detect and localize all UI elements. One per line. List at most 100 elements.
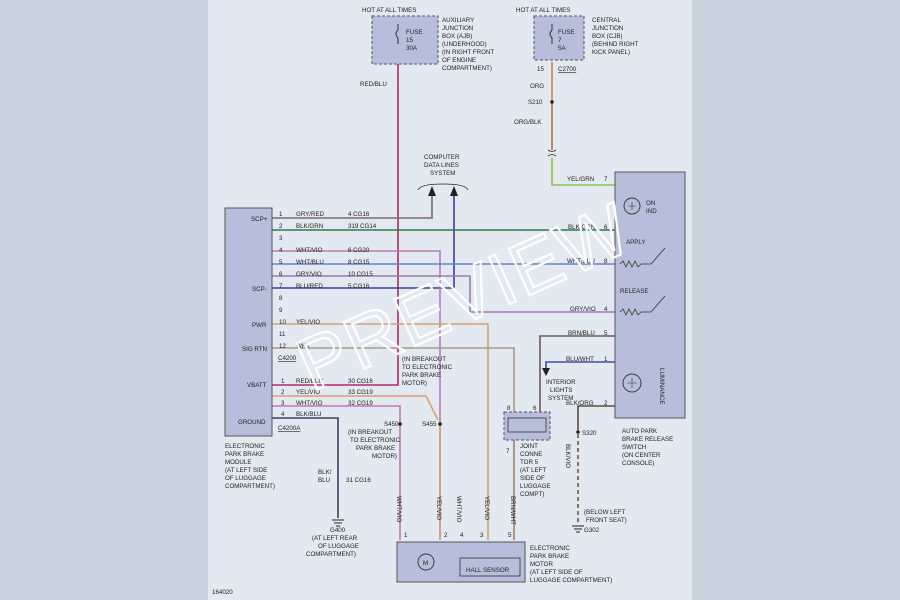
wire-yel-grn (551, 158, 615, 186)
cjb-connector: C2700 (558, 66, 577, 73)
upper-pin: 7 (279, 283, 283, 290)
cjb-label-2: JUNCTION (592, 25, 623, 32)
motor-caption-4: (AT LEFT SIDE OF (530, 569, 583, 576)
network-label-2: DATA LINES (424, 162, 459, 169)
cjb-pin: 15 (537, 66, 544, 73)
motor-wire: YEL/VIO (435, 496, 442, 520)
module-box (224, 207, 273, 437)
lower-wire: YEL/VIO (296, 389, 320, 396)
lower-pin: 1 (281, 378, 285, 385)
splice-dot-s210 (550, 100, 554, 104)
s450-caption-3: PARK BRAKE (356, 445, 395, 452)
ground-g302: S320 BLK/VIO (BELOW LEFT FRONT SEAT) G30… (564, 430, 627, 534)
switch-caption-4: (ON CENTER (622, 452, 661, 459)
ajb-label-4: (UNDERHOOD) (442, 41, 487, 48)
joint-pin: 7 (506, 448, 510, 455)
s455-caption-1: (IN BREAKOUT (402, 356, 446, 363)
arrow-up-icon (428, 186, 436, 196)
module-caption-6: COMPARTMENT) (225, 483, 275, 490)
upper-pin: 10 (279, 319, 286, 326)
fuse-icon (549, 24, 553, 44)
joint-caption-6: LUGGAGE (520, 483, 551, 490)
joint-box (503, 411, 551, 441)
wire-wht-vio-lower (272, 405, 401, 540)
switch-caption-2: BRAKE RELEASE (622, 436, 673, 443)
module-caption-4: (AT LEFT SIDE (225, 467, 267, 474)
splices: S450 (IN BREAKOUT TO ELECTRONIC PARK BRA… (348, 356, 453, 460)
diagram-id: 164020 (212, 589, 233, 596)
g400-id: G400 (330, 527, 346, 534)
cjb-label-3: BOX (CJB) (592, 33, 623, 40)
motor-wire: BRN/WHT (509, 496, 516, 525)
resistor-apply-icon (619, 247, 666, 268)
g400-wire-2: BLU (318, 477, 330, 484)
upper-wire: WHT/BLU (296, 259, 324, 266)
motor-pin: 1 (404, 532, 408, 539)
switch-wire: BLK/ORG (566, 400, 594, 407)
wire-wht-12 (272, 347, 515, 412)
s450-caption-4: MOTOR) (372, 453, 397, 460)
s320-id: S320 (582, 430, 597, 437)
lower-circuit: 32 CG19 (348, 400, 373, 407)
upper-wire: YEL/VIO (296, 319, 320, 326)
lamp-filament-icon (628, 202, 636, 210)
module-caption-5: OF LUGGAGE (225, 475, 266, 482)
joint-caption-3: TOR 5 (520, 459, 539, 466)
switch-wire: BLU/WHT (566, 356, 594, 363)
lamp-filament-icon (627, 378, 637, 388)
lower-pin: 4 (281, 411, 285, 418)
switch-pin: 2 (604, 400, 608, 407)
ajb-label-1: AUXILIARY (442, 17, 474, 24)
splice-dot-s455 (438, 422, 442, 426)
switch-wire: WHT/BLU (567, 258, 595, 265)
upper-circuit: 5 CG16 (348, 283, 370, 290)
wire-blk-org (577, 405, 615, 430)
label-pwr: PWR (252, 322, 267, 329)
upper-pin: 9 (279, 307, 283, 314)
fuse-right-line1: FUSE (558, 29, 575, 36)
switch-wire: BRN/BLU (568, 330, 595, 337)
lower-pin-table: 1 RED/BLU 30 CG16 2 YEL/VIO 33 CG19 3 WH… (281, 378, 373, 418)
g302-wire: BLK/VIO (564, 444, 571, 468)
connector-c4200: C4200 (278, 355, 297, 362)
upper-pin: 12 (279, 343, 286, 350)
wire-label-org: ORG (530, 83, 544, 90)
upper-pin: 6 (279, 271, 283, 278)
switch-pin: 8 (604, 258, 608, 265)
motor-pin: 4 (460, 532, 464, 539)
s455-caption-2: TO ELECTRONIC (402, 364, 453, 371)
interior-lights-3: SYSTEM (548, 395, 573, 402)
on-ind-line2: IND (646, 208, 657, 215)
luminance-lamp-icon (622, 373, 642, 393)
lower-pin: 2 (281, 389, 285, 396)
ground-icon (572, 525, 584, 533)
upper-wire: GRY/RED (296, 211, 325, 218)
label-scp-plus: SCP+ (251, 216, 268, 223)
switch-box (614, 171, 686, 419)
wire-blk-blu (272, 417, 339, 518)
lower-wire: WHT/VIO (296, 400, 323, 407)
label-sig-rtn: SIG RTN (242, 346, 267, 353)
switch-pin: 4 (604, 306, 608, 313)
on-ind-lamp-icon (623, 197, 641, 215)
g400-wire-1: BLK/ (318, 469, 332, 476)
g302-caption-1: (BELOW LEFT (584, 509, 625, 516)
motor-wire: WHT/VIO (395, 496, 402, 523)
s455-caption-4: MOTOR) (402, 380, 427, 387)
switch-wire: GRY/VIO (570, 306, 596, 313)
upper-wire: GRY/VIO (296, 271, 322, 278)
upper-pin: 1 (279, 211, 283, 218)
ajb-label-6: OF ENGINE (442, 57, 476, 64)
switch-pin: 5 (604, 330, 608, 337)
cjb-label-5: KICK PANEL) (592, 49, 630, 56)
upper-circuit: 10 CG15 (348, 271, 373, 278)
upper-wire: WHT (296, 343, 310, 350)
upper-circuit: 8 CG15 (348, 259, 370, 266)
upper-pin: 5 (279, 259, 283, 266)
wire-blu-wht (545, 361, 615, 370)
upper-pin: 11 (279, 331, 286, 338)
fuse-icon (395, 24, 399, 44)
motor-caption-1: ELECTRONIC (530, 545, 570, 552)
fuse-left-line1: FUSE (406, 29, 423, 36)
wire-label-yel-grn: YEL/GRN (567, 176, 594, 183)
